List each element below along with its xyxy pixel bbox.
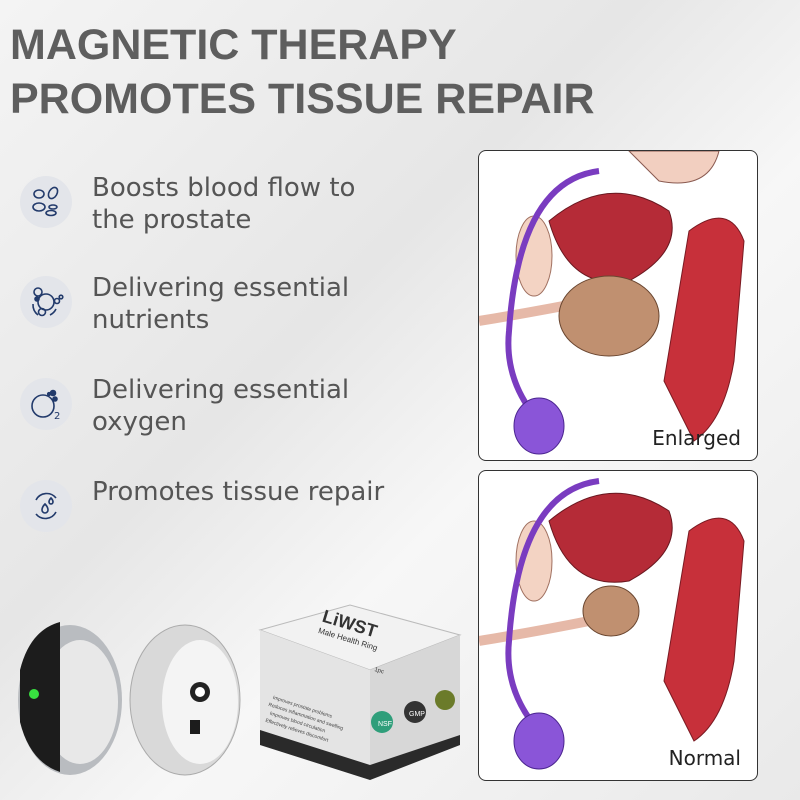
blood-cells-icon (20, 176, 72, 228)
quantity: 1pc (374, 667, 385, 676)
gmp-badge: GMP (409, 711, 425, 718)
title-line-2: PROMOTES TISSUE REPAIR (10, 75, 595, 123)
enlarged-prostate-panel: Enlarged (478, 150, 758, 461)
nsf-badge: NSF (378, 721, 392, 728)
enlarged-label: Enlarged (652, 426, 741, 450)
feature-blood-flow: Boosts blood flow to the prostate (20, 172, 392, 236)
feature-repair: Promotes tissue repair (20, 476, 392, 532)
feature-text: Delivering essential nutrients (92, 273, 350, 335)
feature-nutrients: Delivering essential nutrients (20, 272, 392, 336)
title-line-1: MAGNETIC THERAPY (10, 21, 457, 69)
normal-anatomy-illustration (479, 478, 745, 770)
smart-rings-image (18, 622, 241, 776)
feature-oxygen: 2 Delivering essential oxygen (20, 374, 392, 438)
normal-prostate-panel: Normal (478, 470, 758, 781)
oxygen-icon: 2 (20, 378, 72, 430)
normal-label: Normal (668, 746, 741, 770)
svg-text:2: 2 (54, 411, 60, 422)
repair-cycle-icon (20, 480, 72, 532)
enlarged-anatomy-illustration (479, 151, 745, 455)
nutrients-icon (20, 276, 72, 328)
product-box: NSF GMP LiWST Male Health Ring 1pc Impro… (250, 600, 470, 794)
page-title: MAGNETIC THERAPY PROMOTES TISSUE REPAIR (10, 18, 595, 126)
feature-text: Promotes tissue repair (92, 477, 385, 507)
feature-text: Delivering essential oxygen (92, 375, 350, 437)
feature-text: Boosts blood flow to the prostate (92, 173, 356, 235)
